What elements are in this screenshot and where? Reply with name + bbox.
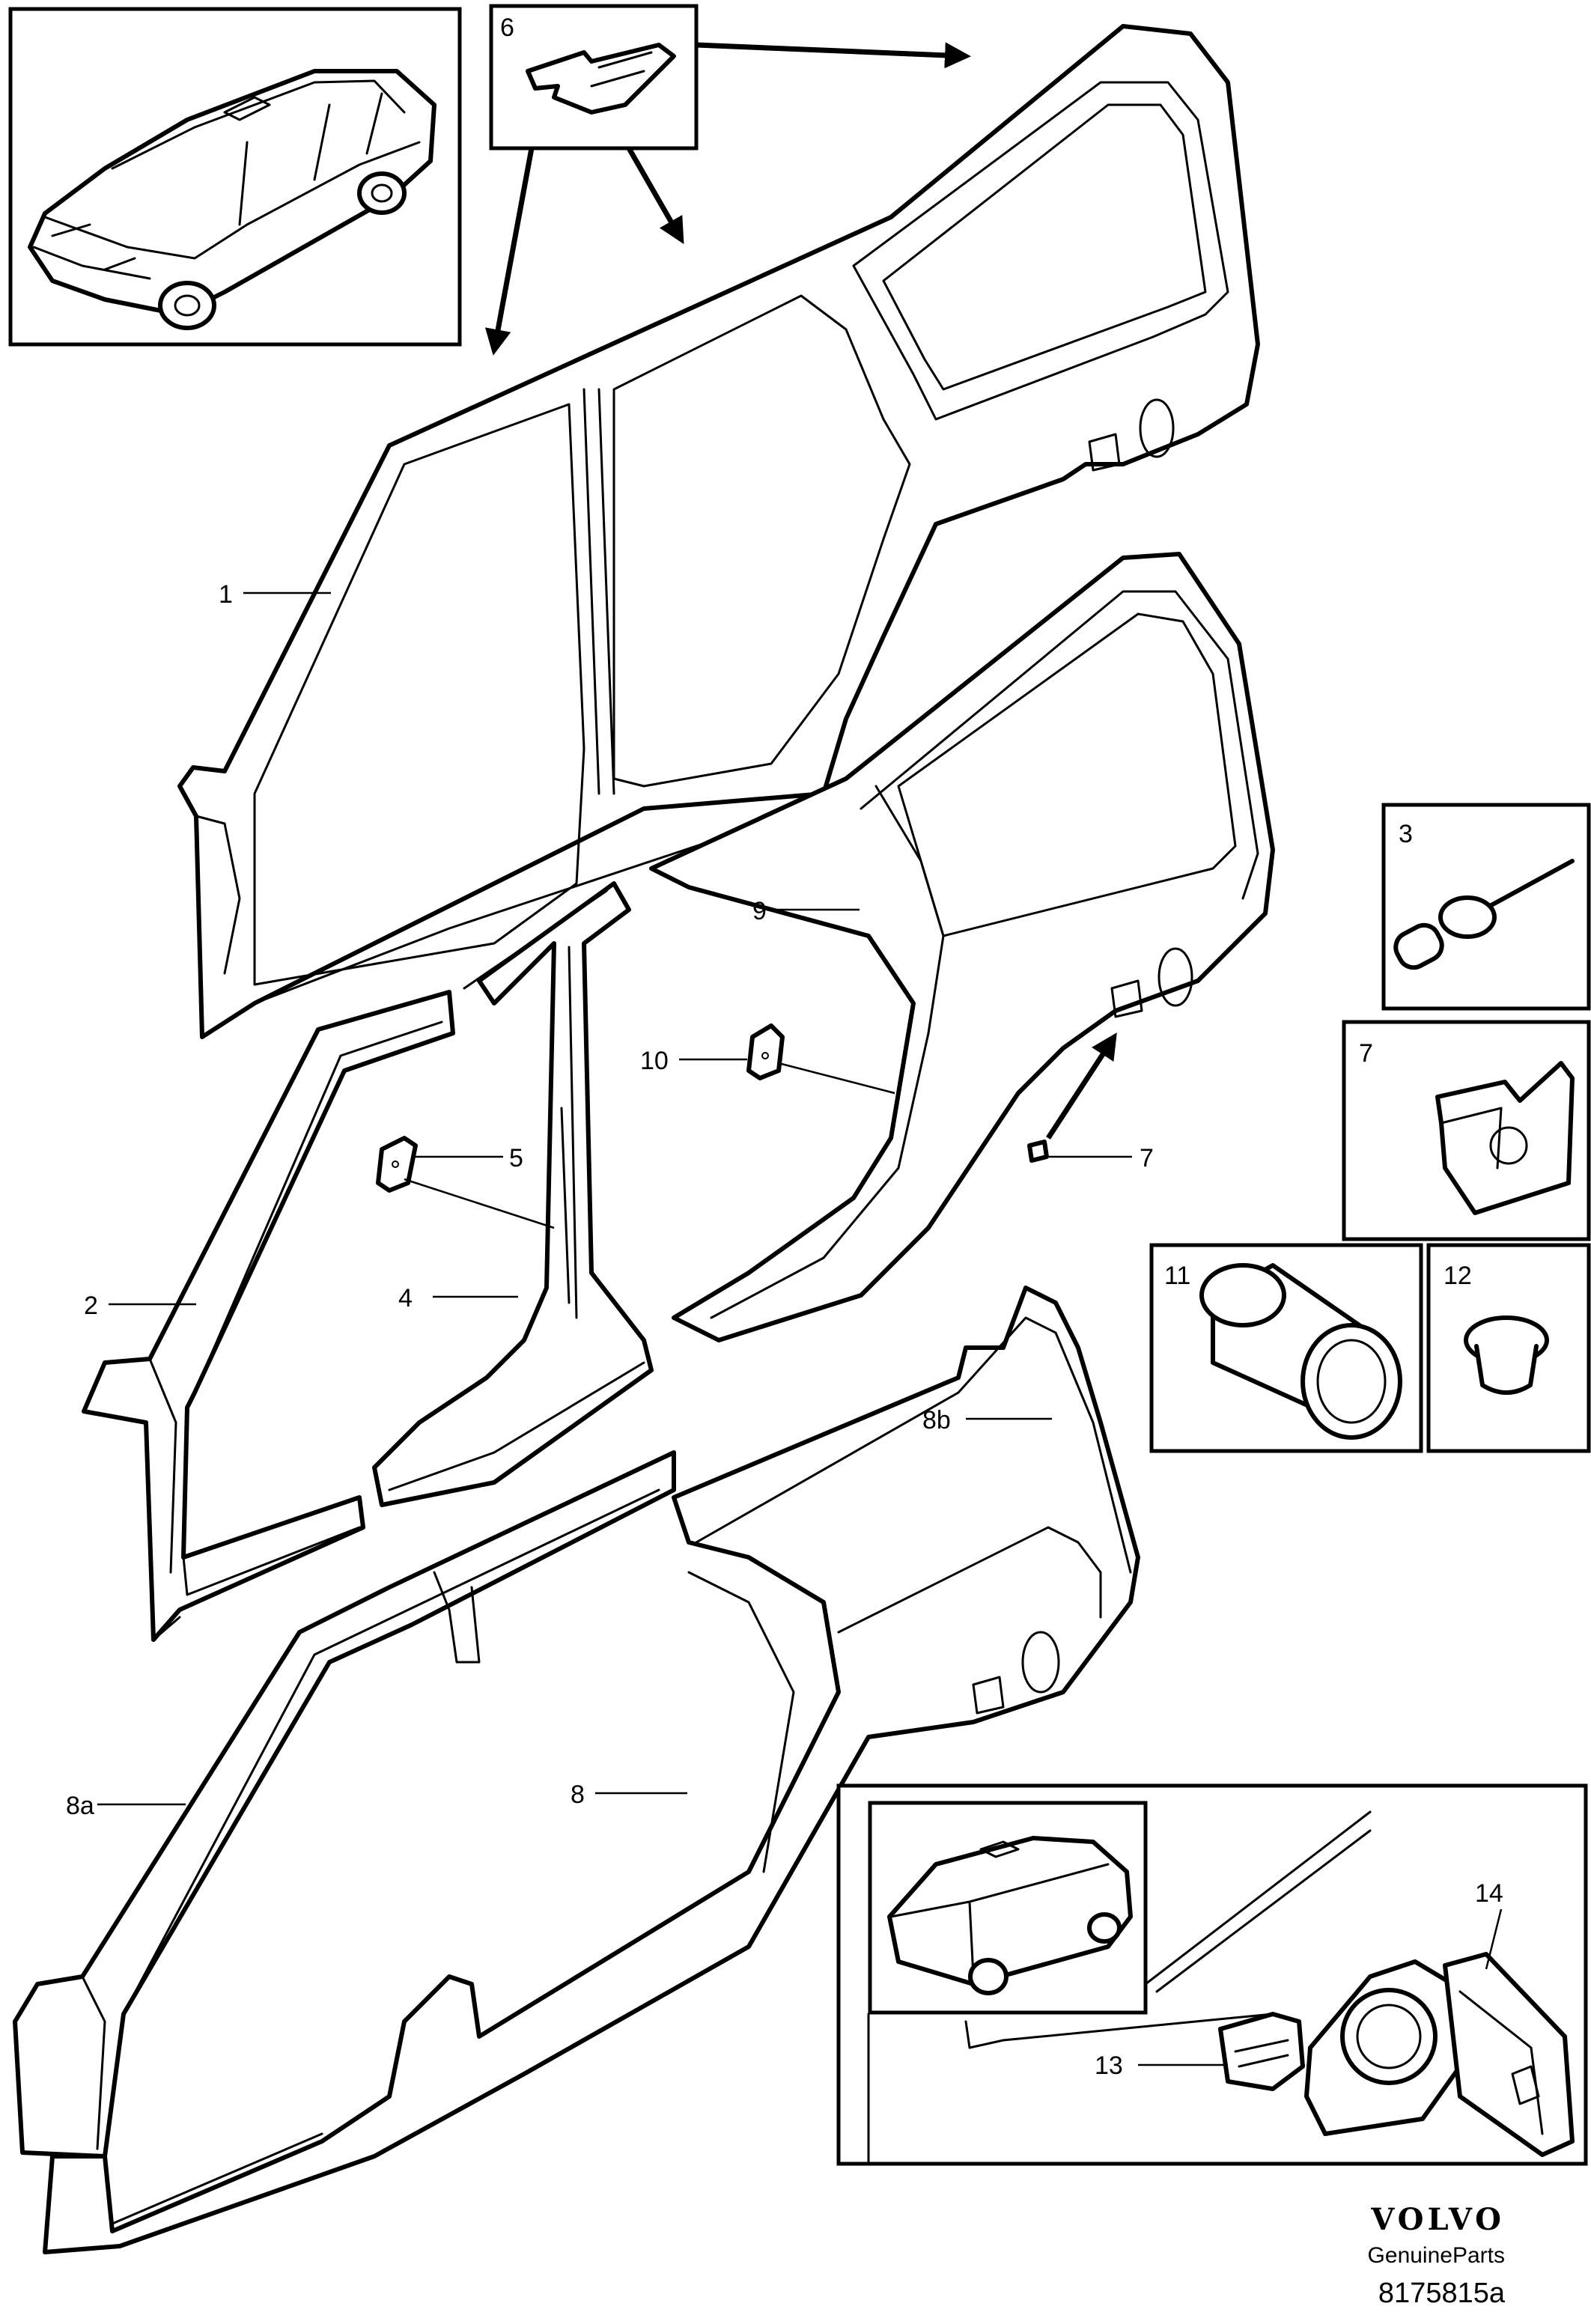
volvo-logo: VOLVO — [1370, 2202, 1505, 2237]
side-panel-1 — [177, 24, 1260, 1039]
callout-8b: 8b — [922, 1406, 951, 1435]
callout-3: 3 — [1399, 820, 1413, 848]
callout-2: 2 — [84, 1292, 98, 1320]
callout-7-box: 7 — [1359, 1039, 1373, 1068]
callout-box-11: 11 — [1149, 1243, 1423, 1453]
callout-13: 13 — [1095, 2051, 1123, 2080]
brand-footer: VOLVO GenuineParts 8175815a — [1368, 2202, 1506, 2309]
fuel-filler-hinge-13 — [1218, 2012, 1305, 2091]
plate-part-5 — [376, 1136, 418, 1193]
callout-8a: 8a — [66, 1792, 94, 1820]
side-panel-outer-8a — [13, 1450, 676, 2159]
callout-14: 14 — [1475, 1879, 1503, 1908]
plate-part-10 — [746, 1023, 785, 1080]
callout-box-7: 7 — [1342, 1020, 1591, 1241]
b-pillar-4 — [372, 881, 654, 1507]
rear-quarter-panel-9 — [649, 552, 1275, 1342]
diagram-code: 8175815a — [1378, 2278, 1506, 2309]
callout-box-12: 12 — [1426, 1243, 1591, 1453]
overview-car-illustration — [28, 69, 436, 330]
callout-10: 10 — [640, 1047, 669, 1075]
overview-car-inset — [8, 7, 462, 347]
callout-box-3: 3 — [1381, 803, 1591, 1011]
arrows-from-6 — [484, 42, 971, 356]
clip-part-6 — [526, 43, 676, 115]
callout-1: 1 — [219, 580, 233, 609]
callout-8: 8 — [571, 1780, 585, 1809]
leader-lines — [97, 591, 1132, 1806]
callout-5: 5 — [509, 1144, 523, 1172]
fuel-filler-housing-14 — [1304, 1952, 1575, 2157]
callout-11: 11 — [1164, 1262, 1190, 1290]
callout-9: 9 — [752, 897, 767, 925]
rear-car-illustration — [887, 1836, 1133, 1995]
fuel-filler-inset — [836, 1783, 1588, 2166]
body-background-lines — [867, 1810, 1372, 2165]
side-panel-front-2 — [82, 990, 455, 1642]
callout-12: 12 — [1444, 1262, 1472, 1290]
rivet-part-3 — [1393, 859, 1575, 970]
sleeve-part-11 — [1199, 1263, 1402, 1440]
arrow-7-to-panel — [1046, 1032, 1117, 1140]
plug-part-12 — [1464, 1315, 1549, 1395]
clip-part-7 — [1435, 1061, 1575, 1215]
callout-labels: 1 2 4 5 9 10 7 8b 8a 8 13 14 — [66, 580, 1503, 2080]
genuine-parts-label: GenuineParts — [1368, 2243, 1505, 2268]
clip-part-7-small — [1027, 1140, 1049, 1163]
callout-6: 6 — [500, 13, 514, 42]
callout-4: 4 — [398, 1284, 413, 1312]
callout-box-6: 6 — [489, 4, 699, 150]
callout-7: 7 — [1140, 1144, 1154, 1172]
